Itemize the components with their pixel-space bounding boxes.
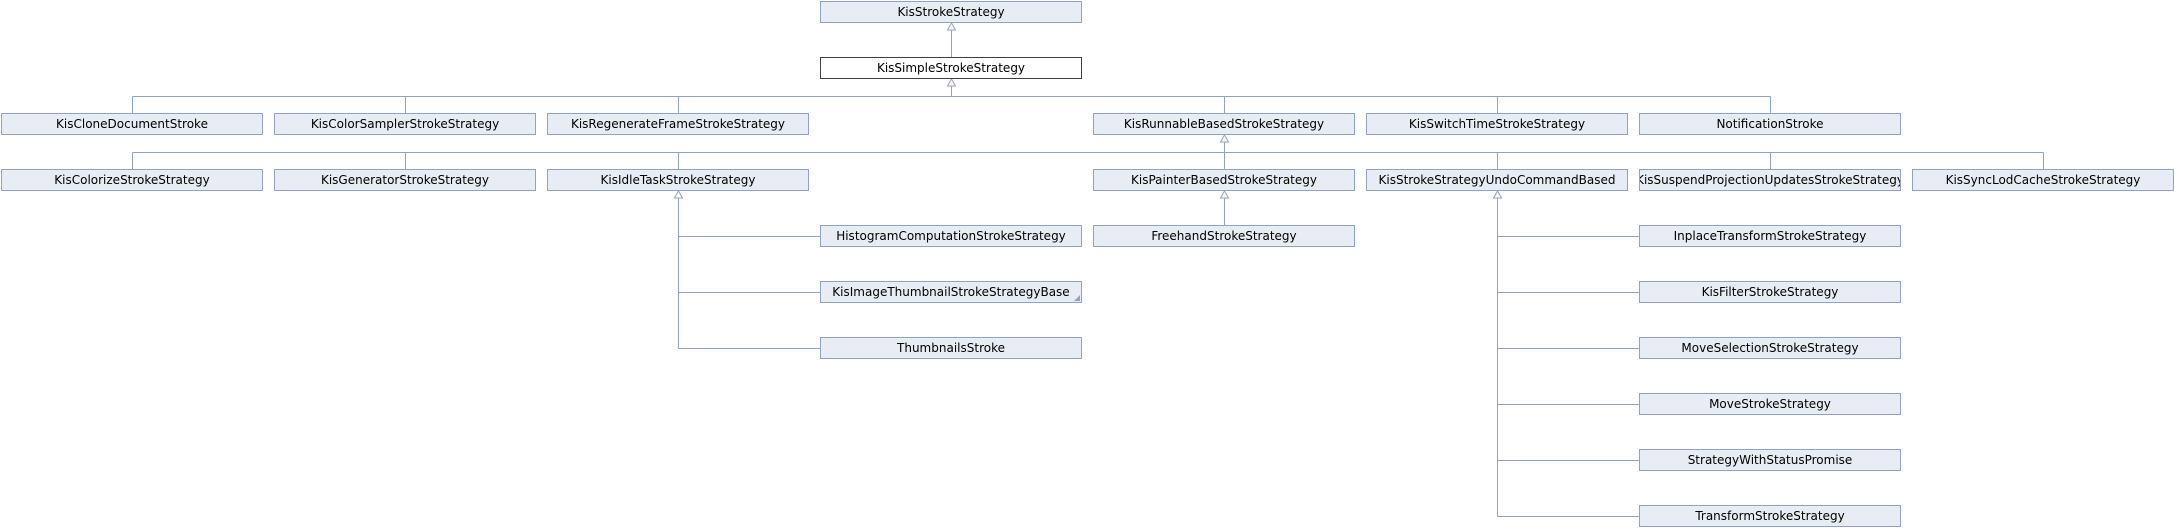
class-node-kis-stroke-strategy[interactable]: KisStrokeStrategy [820,1,1082,23]
class-name-label: NotificationStroke [1716,117,1824,131]
class-node-kis-image-thumbnail-stroke-strategy-base[interactable]: KisImageThumbnailStrokeStrategyBase [820,281,1082,303]
more-subclasses-corner-icon [1074,295,1080,301]
inheritance-arrowhead [673,189,684,199]
class-name-label: KisGeneratorStrokeStrategy [320,173,490,187]
class-node-kis-stroke-strategy-undo-command-based[interactable]: KisStrokeStrategyUndoCommandBased [1366,169,1628,191]
inheritance-arrowhead [946,21,957,31]
class-node-kis-regenerate-frame-stroke-strategy[interactable]: KisRegenerateFrameStrokeStrategy [547,113,809,135]
class-name-label: HistogramComputationStrokeStrategy [836,229,1066,243]
class-node-thumbnails-stroke[interactable]: ThumbnailsStroke [820,337,1082,359]
inheritance-arrowhead [1219,189,1230,199]
class-node-kis-idle-task-stroke-strategy[interactable]: KisIdleTaskStrokeStrategy [547,169,809,191]
class-name-label: KisCloneDocumentStroke [56,117,208,131]
class-node-kis-clone-document-stroke[interactable]: KisCloneDocumentStroke [1,113,263,135]
class-name-label: MoveStrokeStrategy [1709,397,1831,411]
class-name-label: KisImageThumbnailStrokeStrategyBase [832,285,1070,299]
class-name-label: KisSimpleStrokeStrategy [876,61,1026,75]
class-node-kis-simple-stroke-strategy[interactable]: KisSimpleStrokeStrategy [820,57,1082,79]
class-name-label: KisRegenerateFrameStrokeStrategy [570,117,786,131]
class-node-kis-colorize-stroke-strategy[interactable]: KisColorizeStrokeStrategy [1,169,263,191]
class-name-label: KisStrokeStrategy [897,5,1005,19]
inheritance-arrowhead [946,77,957,87]
class-name-label: ThumbnailsStroke [897,341,1005,355]
inheritance-arrowhead [1219,133,1230,143]
inheritance-arrowhead [1492,189,1503,199]
class-node-move-stroke-strategy[interactable]: MoveStrokeStrategy [1639,393,1901,415]
class-name-label: KisIdleTaskStrokeStrategy [600,173,756,187]
class-name-label: KisSwitchTimeStrokeStrategy [1408,117,1586,131]
class-name-label: KisRunnableBasedStrokeStrategy [1123,117,1325,131]
class-node-kis-switch-time-stroke-strategy[interactable]: KisSwitchTimeStrokeStrategy [1366,113,1628,135]
class-node-notification-stroke[interactable]: NotificationStroke [1639,113,1901,135]
class-name-label: StrategyWithStatusPromise [1687,453,1853,467]
class-name-label: MoveSelectionStrokeStrategy [1681,341,1859,355]
class-node-inplace-transform-stroke-strategy[interactable]: InplaceTransformStrokeStrategy [1639,225,1901,247]
class-name-label: KisSyncLodCacheStrokeStrategy [1945,173,2141,187]
class-name-label: TransformStrokeStrategy [1695,509,1845,523]
class-node-kis-generator-stroke-strategy[interactable]: KisGeneratorStrokeStrategy [274,169,536,191]
class-name-label: InplaceTransformStrokeStrategy [1673,229,1867,243]
class-node-transform-stroke-strategy[interactable]: TransformStrokeStrategy [1639,505,1901,527]
class-name-label: KisSuspendProjectionUpdatesStrokeStrateg… [1639,173,1901,187]
class-name-label: KisFilterStrokeStrategy [1701,285,1839,299]
class-name-label: KisPainterBasedStrokeStrategy [1131,173,1317,187]
class-node-kis-suspend-projection-updates-stroke-strategy[interactable]: KisSuspendProjectionUpdatesStrokeStrateg… [1639,169,1901,191]
class-node-move-selection-stroke-strategy[interactable]: MoveSelectionStrokeStrategy [1639,337,1901,359]
class-node-kis-sync-lod-cache-stroke-strategy[interactable]: KisSyncLodCacheStrokeStrategy [1912,169,2174,191]
class-node-kis-filter-stroke-strategy[interactable]: KisFilterStrokeStrategy [1639,281,1901,303]
class-name-label: KisStrokeStrategyUndoCommandBased [1378,173,1616,187]
class-name-label: KisColorSamplerStrokeStrategy [310,117,500,131]
class-name-label: KisColorizeStrokeStrategy [54,173,210,187]
class-node-kis-painter-based-stroke-strategy[interactable]: KisPainterBasedStrokeStrategy [1093,169,1355,191]
class-node-strategy-with-status-promise[interactable]: StrategyWithStatusPromise [1639,449,1901,471]
class-node-histogram-computation-stroke-strategy[interactable]: HistogramComputationStrokeStrategy [820,225,1082,247]
class-name-label: FreehandStrokeStrategy [1151,229,1297,243]
class-node-kis-color-sampler-stroke-strategy[interactable]: KisColorSamplerStrokeStrategy [274,113,536,135]
class-node-kis-runnable-based-stroke-strategy[interactable]: KisRunnableBasedStrokeStrategy [1093,113,1355,135]
class-node-freehand-stroke-strategy[interactable]: FreehandStrokeStrategy [1093,225,1355,247]
